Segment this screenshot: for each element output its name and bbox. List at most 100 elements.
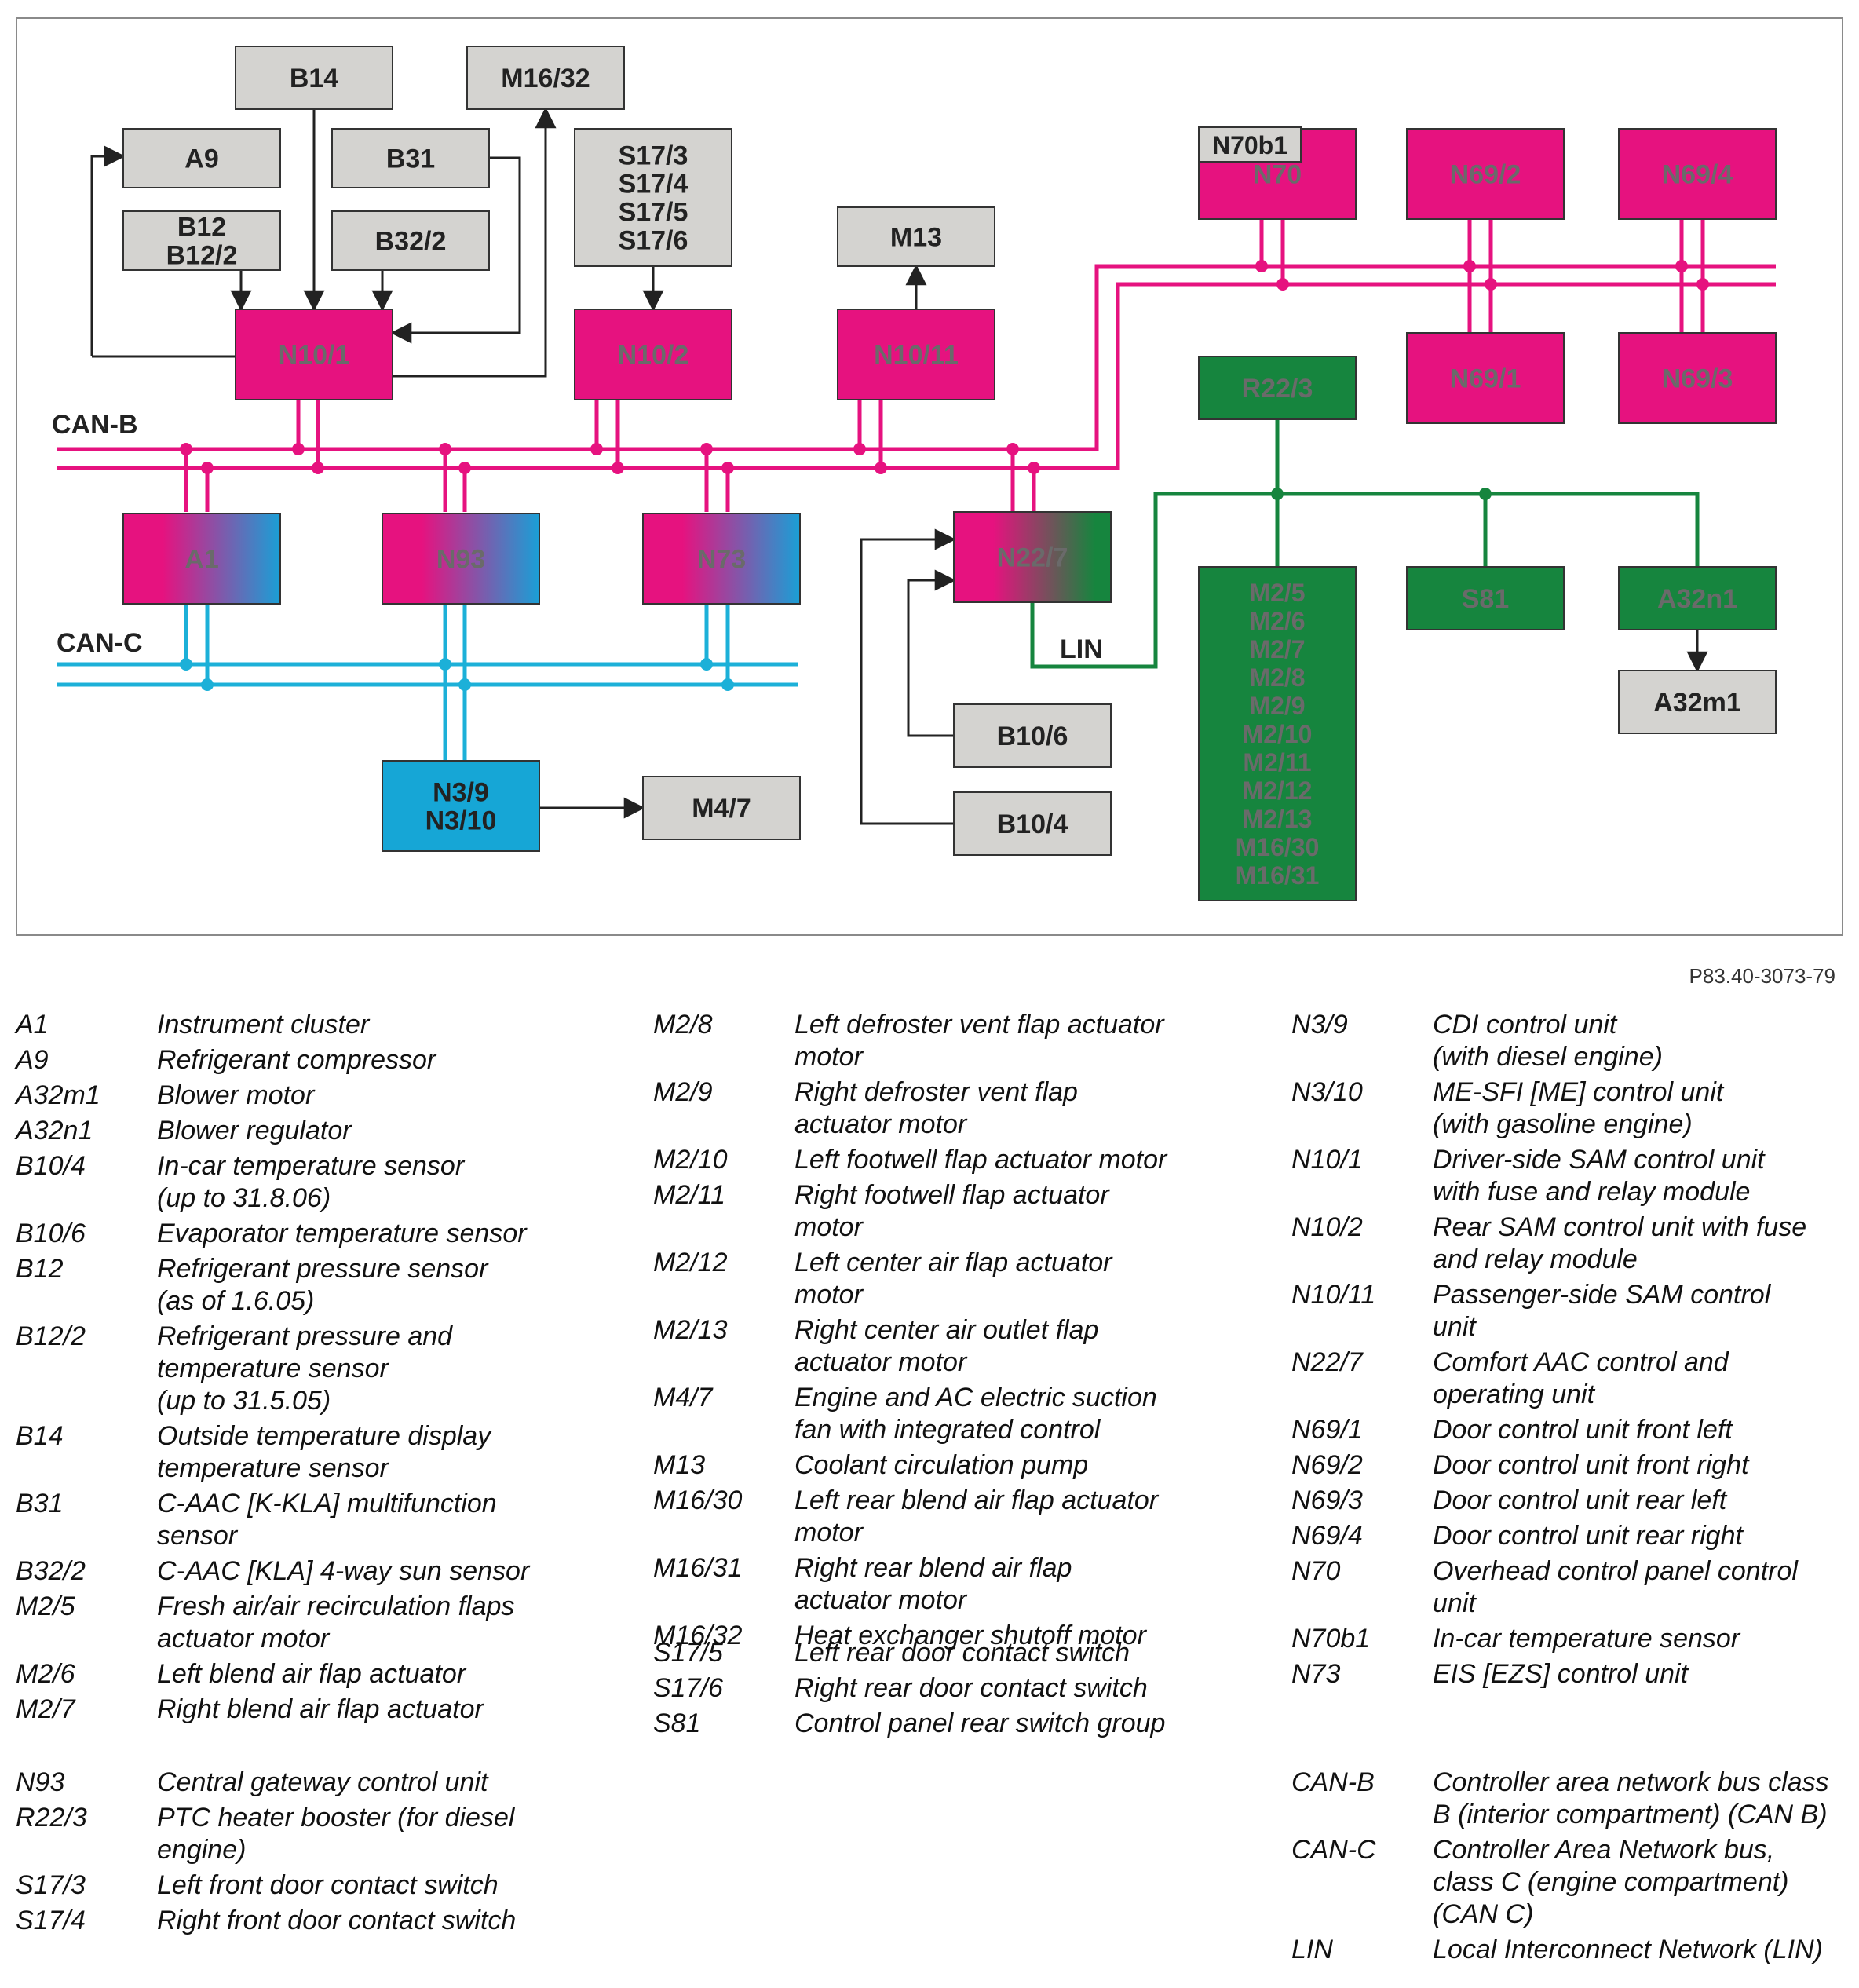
- node-label: N10/1: [279, 341, 350, 371]
- bus-junction: [1276, 278, 1289, 291]
- legend-description: Fresh air/air recirculation flaps: [157, 1591, 515, 1621]
- legend-description: C-AAC [KLA] 4-way sun sensor: [157, 1556, 530, 1586]
- legend-code: S81: [653, 1708, 701, 1738]
- legend-code: M2/11: [653, 1180, 725, 1210]
- bus-junction: [201, 462, 214, 474]
- node-box: [837, 206, 995, 267]
- bus-junction: [1463, 260, 1476, 272]
- node-label: M16/30: [1236, 833, 1320, 861]
- bus-junction: [875, 462, 887, 474]
- legend-description: Right front door contact switch: [157, 1906, 517, 1935]
- legend-description: Control panel rear switch group: [794, 1708, 1166, 1738]
- can-b-bus-line-1: [57, 264, 1776, 451]
- node-box: [642, 776, 801, 840]
- legend-code: N69/2: [1291, 1450, 1363, 1480]
- legend-description: Left defroster vent flap actuator: [794, 1010, 1164, 1040]
- legend-description: Right rear door contact switch: [794, 1673, 1148, 1703]
- legend-description: sensor: [157, 1521, 238, 1551]
- legend-code: N93: [16, 1767, 65, 1797]
- legend-description: (with gasoline engine): [1433, 1109, 1693, 1139]
- node-box: [331, 210, 490, 271]
- node-n10-2: N10/2: [574, 309, 732, 400]
- node-a32m1: A32m1: [1618, 670, 1777, 734]
- legend-description: In-car temperature sensor: [1433, 1624, 1740, 1654]
- node-box: [122, 513, 281, 605]
- node-box: [466, 46, 625, 110]
- legend-description: Blower regulator: [157, 1116, 352, 1146]
- node-m13: M13: [837, 206, 995, 267]
- node-label: B10/4: [997, 809, 1068, 839]
- bus-junction: [721, 462, 734, 474]
- sensor-tag-label: N70b1: [1212, 131, 1287, 159]
- legend-code: B12/2: [16, 1321, 86, 1351]
- legend-code: B32/2: [16, 1556, 86, 1586]
- node-box: [1198, 356, 1357, 420]
- node-label: M13: [890, 223, 942, 253]
- node-box: [953, 703, 1112, 768]
- node-label: M2/11: [1243, 748, 1311, 777]
- legend-description: Coolant circulation pump: [794, 1450, 1089, 1480]
- legend-description: EIS [EZS] control unit: [1433, 1659, 1689, 1689]
- legend-description: actuator motor: [157, 1624, 330, 1654]
- node-n3-9: N3/9N3/10: [382, 760, 540, 852]
- legend-code: M2/5: [16, 1591, 75, 1621]
- node-a1: A1: [122, 513, 281, 605]
- node-box: [1618, 128, 1777, 220]
- legend-description: with fuse and relay module: [1433, 1177, 1751, 1207]
- node-label: M2/7: [1249, 635, 1305, 663]
- node-label: A9: [184, 144, 218, 174]
- node-n69-1: N69/1: [1406, 332, 1565, 424]
- signal-arrow: [90, 145, 126, 356]
- node-n69-2: N69/2: [1406, 128, 1565, 220]
- node-box: [382, 513, 540, 605]
- legend-code: M2/10: [653, 1145, 728, 1175]
- legend-description: temperature sensor: [157, 1453, 389, 1483]
- node-n73: N73: [642, 513, 801, 605]
- legend-code: N69/1: [1291, 1415, 1363, 1445]
- bus-junction: [700, 443, 713, 455]
- legend-description: Right blend air flap actuator: [157, 1694, 484, 1724]
- bus-junction: [458, 678, 471, 691]
- node-a32n1: A32n1: [1618, 566, 1777, 630]
- legend-description: Driver-side SAM control unit: [1433, 1145, 1765, 1175]
- legend-description: Evaporator temperature sensor: [157, 1219, 527, 1248]
- legend-code: N70: [1291, 1556, 1341, 1586]
- node-box: [1198, 566, 1357, 901]
- node-label: M16/31: [1236, 861, 1320, 890]
- node-label: A1: [184, 545, 218, 575]
- legend-description: (as of 1.6.05): [157, 1286, 315, 1316]
- legend-code: N10/1: [1291, 1145, 1363, 1175]
- bus-junction: [1485, 278, 1497, 291]
- legend-description: In-car temperature sensor: [157, 1151, 465, 1181]
- node-label: N3/9: [433, 778, 489, 808]
- node-box: [122, 128, 281, 188]
- legend-description: Door control unit rear left: [1433, 1486, 1727, 1515]
- bus-junction: [180, 658, 192, 671]
- node-label: N10/2: [618, 341, 689, 371]
- legend-description: Comfort AAC control and: [1433, 1347, 1729, 1377]
- legend-code: M2/13: [653, 1315, 728, 1345]
- legend-description: Refrigerant pressure sensor: [157, 1254, 488, 1284]
- node-label: S17/3: [619, 141, 688, 171]
- node-n93: N93: [382, 513, 540, 605]
- node-box: [122, 210, 281, 271]
- legend-code: B14: [16, 1421, 64, 1451]
- legend-description: Instrument cluster: [157, 1010, 370, 1040]
- bus-junction: [1006, 443, 1019, 455]
- legend-code: N10/11: [1291, 1280, 1376, 1310]
- legend-description: unit: [1433, 1312, 1476, 1342]
- node-m16-32: M16/32: [466, 46, 625, 110]
- legend-description: Refrigerant pressure and: [157, 1321, 453, 1351]
- node-box: [331, 128, 490, 188]
- legend-code: N70b1: [1291, 1624, 1371, 1654]
- node-box: [1618, 566, 1777, 630]
- bus-junction: [1028, 462, 1040, 474]
- can-b-bus-line-2: [57, 282, 1776, 470]
- legend-description: actuator motor: [794, 1109, 967, 1139]
- legend-description: operating unit: [1433, 1380, 1595, 1409]
- node-label: B31: [386, 144, 435, 174]
- node-label: B32/2: [375, 227, 447, 257]
- node-label: S17/5: [619, 198, 688, 228]
